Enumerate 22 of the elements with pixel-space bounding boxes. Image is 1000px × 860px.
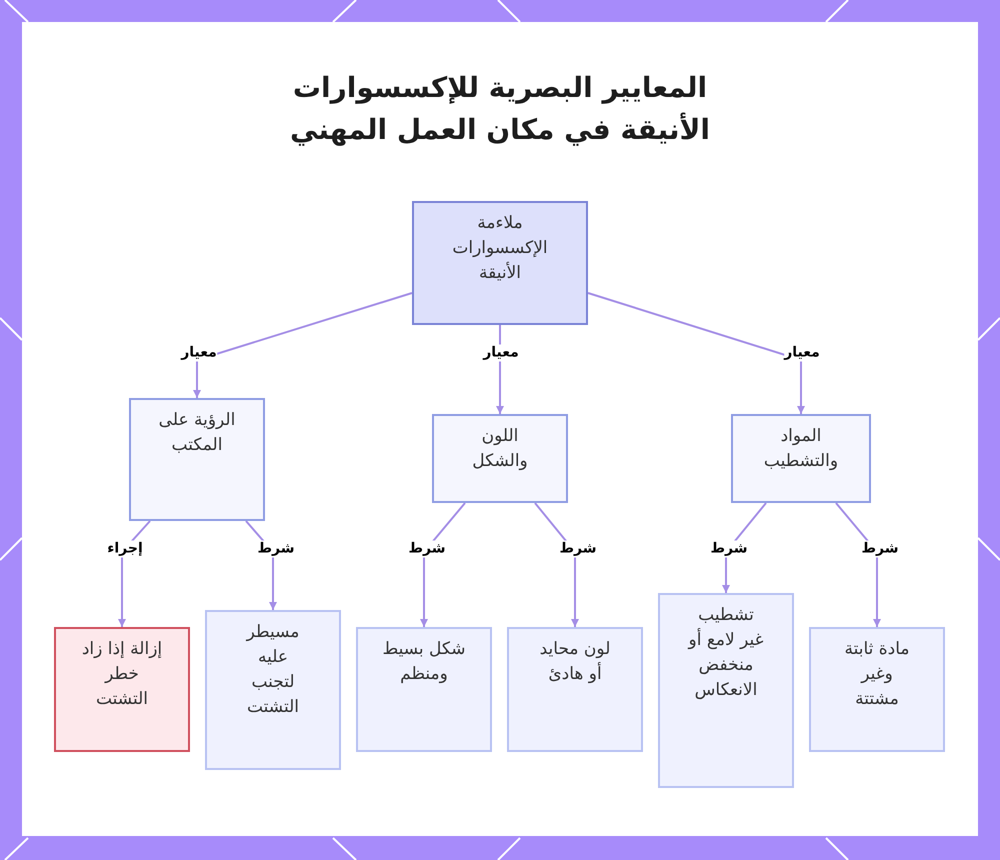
process-box: تشطيب غير لامع أو منخفض الانعكاس <box>658 593 794 788</box>
edge-label: معيار <box>181 344 217 362</box>
title: المعايير البصرية للإكسسوارات الأنيقة في مكان العمل المهني <box>288 70 711 148</box>
edge-label: إجراء <box>107 540 143 558</box>
process-box: لون محايد أو هادئ <box>507 627 643 752</box>
process-box: اللون والشكل <box>432 414 568 503</box>
process-box: مسيطر عليه لتجنب التشتت <box>205 610 341 770</box>
edge-label: شرط <box>257 540 295 558</box>
process-box: المواد والتشطيب <box>731 414 871 503</box>
edge-label: شرط <box>861 540 899 558</box>
edge-label: معيار <box>784 344 820 362</box>
edge-label: معيار <box>483 344 519 362</box>
process-box: إزالة إذا زاد خطر التشتت <box>54 627 190 752</box>
process-box: ملاءمة الإكسسوارات الأنيقة <box>412 201 588 325</box>
arrow <box>588 292 805 414</box>
process-box: مادة ثابتة وغير مشتتة <box>809 627 945 752</box>
edge-label: شرط <box>710 540 748 558</box>
arrow <box>193 292 412 398</box>
process-box: شكل بسيط ومنظم <box>356 627 492 752</box>
edge-label: شرط <box>559 540 597 558</box>
process-box: الرؤية على المكتب <box>129 398 265 521</box>
edge-label: شرط <box>408 540 446 558</box>
